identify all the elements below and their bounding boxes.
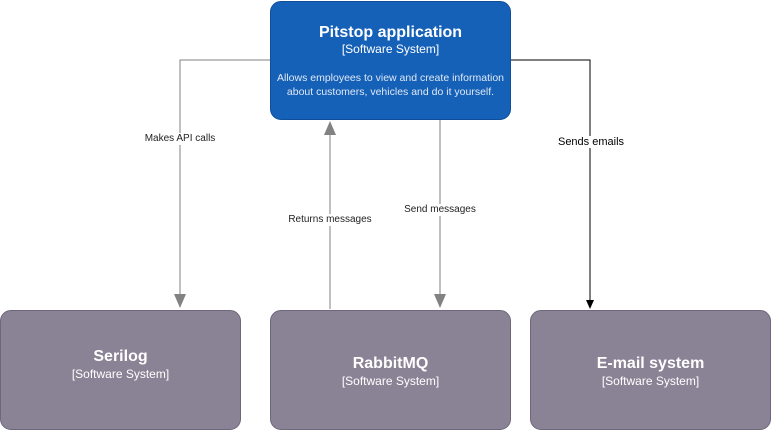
node-rabbitmq[interactable]: RabbitMQ [Software System] [270,310,511,430]
node-type: [Software System] [341,42,440,56]
edge-label-sends-emails: Sends emails [556,136,626,148]
node-description: Allows employees to view and create info… [276,72,505,98]
edge-label-api-calls: Makes API calls [143,133,217,145]
node-title: Serilog [93,348,148,365]
edge-api-calls-arrowhead [174,294,186,308]
node-title: E-mail system [596,355,705,372]
node-type: [Software System] [601,374,700,388]
node-serilog[interactable]: Serilog [Software System] [0,310,241,430]
edge-api-calls [179,59,270,298]
node-title: RabbitMQ [352,355,429,372]
node-type: [Software System] [71,367,170,381]
edge-sends-emails [511,59,591,302]
node-email-system[interactable]: E-mail system [Software System] [530,310,771,430]
edge-returns-messages-arrowhead [324,121,336,135]
node-type: [Software System] [341,374,440,388]
edge-sends-emails-arrowhead [586,300,594,309]
node-pitstop-application[interactable]: Pitstop application [Software System] Al… [270,1,511,120]
edge-send-messages-arrowhead [434,294,446,308]
edge-label-send-messages: Send messages [403,204,477,216]
edge-label-returns-messages: Returns messages [287,214,373,226]
node-title: Pitstop application [318,24,463,41]
